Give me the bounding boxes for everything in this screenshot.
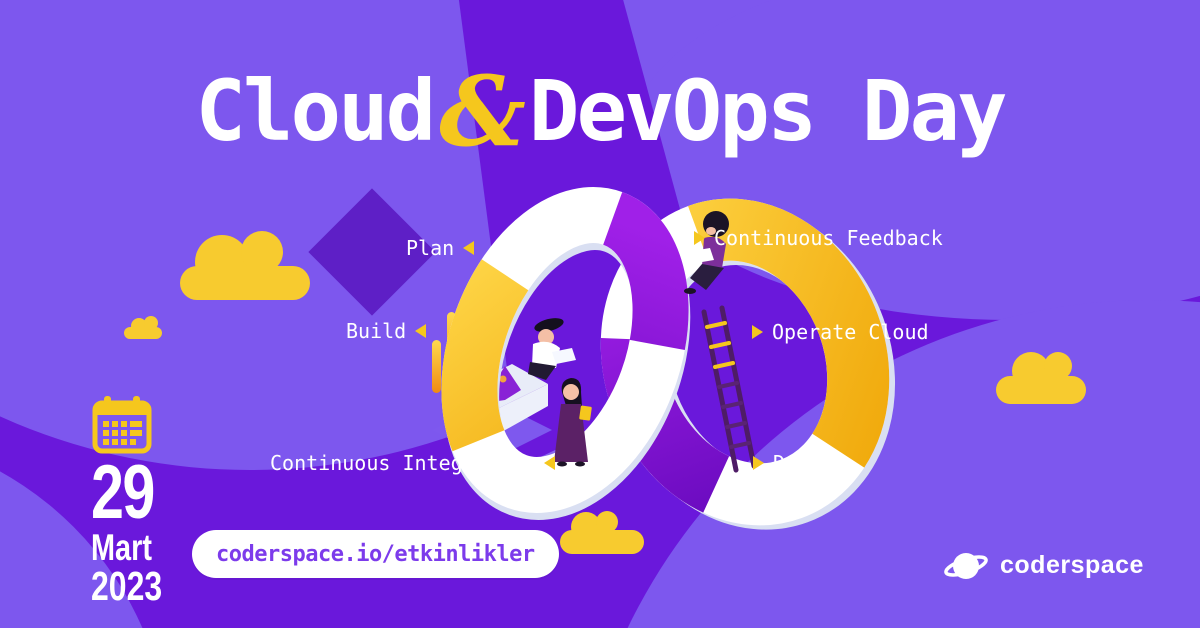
label-continuous-integration-text: Continuous Integration: [270, 451, 535, 475]
label-continuous-feedback-text: Continuous Feedback: [714, 226, 943, 250]
person-sitting-top-icon: [684, 211, 729, 294]
ladder-icon: [701, 305, 757, 473]
label-plan-text: Plan: [406, 236, 455, 260]
calendar-icon: [92, 396, 152, 454]
brand-logo: coderspace: [944, 544, 1144, 586]
arrow-right-icon: [752, 325, 763, 339]
brand-name: coderspace: [1000, 550, 1144, 579]
planet-icon: [944, 553, 988, 579]
label-build-text: Build: [346, 319, 407, 343]
cloud-icon-left-small: [124, 316, 162, 339]
arrow-right-icon: [694, 231, 705, 245]
devops-ring-left: [441, 187, 691, 520]
label-deploy: Deploy: [753, 451, 845, 475]
title-word-devops-day: DevOps Day: [528, 62, 1008, 160]
event-date-day: 29: [91, 450, 155, 535]
arrow-right-icon: [753, 456, 764, 470]
arrow-left-icon: [543, 456, 555, 470]
title-word-cloud: Cloud: [195, 62, 436, 160]
label-deploy-text: Deploy: [773, 451, 846, 475]
event-date-year: 2023: [91, 562, 163, 609]
person-sitting-inside-icon: [528, 318, 576, 380]
title-ampersand: &: [439, 55, 526, 168]
label-build: Build: [346, 319, 427, 343]
event-date-month: Mart: [91, 526, 152, 568]
event-link-pill[interactable]: coderspace.io/etkinlikler: [192, 530, 559, 578]
page-title: Cloud&DevOps Day: [0, 52, 1200, 166]
cloud-icon-left-large: [180, 231, 310, 300]
arrow-left-icon: [415, 324, 427, 338]
label-continuous-integration: Continuous Integration: [270, 451, 555, 475]
label-continuous-feedback: Continuous Feedback: [694, 226, 943, 250]
cloud-icon-right: [996, 352, 1086, 404]
arrow-left-icon: [463, 241, 475, 255]
event-date: 29 Mart 2023: [91, 450, 163, 609]
label-operate-cloud: Operate Cloud: [752, 320, 929, 344]
person-standing-icon: [554, 378, 592, 467]
label-operate-cloud-text: Operate Cloud: [772, 320, 929, 344]
label-plan: Plan: [406, 236, 475, 260]
cloud-icon-pill: [560, 511, 644, 554]
event-link-text: coderspace.io/etkinlikler: [216, 541, 535, 567]
